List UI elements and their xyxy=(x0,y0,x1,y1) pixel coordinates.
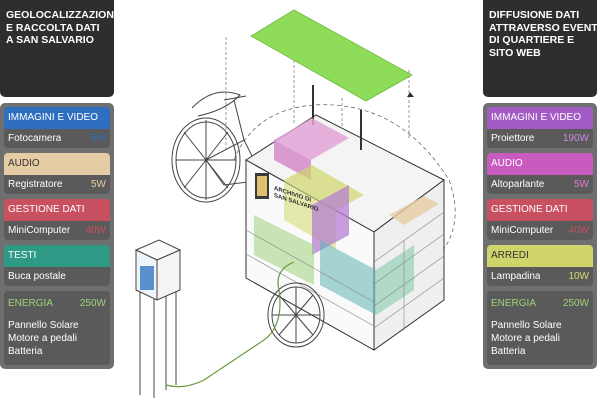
energy-label: ENERGIA xyxy=(491,298,537,309)
energy-power: 250W xyxy=(562,298,589,309)
power-value: 10W xyxy=(568,271,589,282)
left-column: GEOLOCALIZZAZIONE E RACCOLTA DATI A SAN … xyxy=(0,0,121,369)
right-energy-group: ENERGIA 250W Pannello Solare Motore a pe… xyxy=(487,291,593,365)
left-equipment-panel: IMMAGINI E VIDEO Fotocamera 5W AUDIO Reg… xyxy=(0,103,114,369)
power-value: 5W xyxy=(91,133,106,144)
power-cable xyxy=(165,261,295,388)
item-label: Altoparlante xyxy=(491,179,545,190)
green-shelf xyxy=(254,215,314,285)
power-value: 40W xyxy=(85,225,106,236)
left-header-line: E RACCOLTA DATI xyxy=(6,21,100,34)
power-value: 5W xyxy=(574,179,589,190)
left-group-texts: TESTI Buca postale xyxy=(0,240,114,286)
right-group-images: IMMAGINI E VIDEO Proiettore 190W xyxy=(483,103,597,148)
solar-panel xyxy=(250,9,413,102)
right-header-line: ATTRAVERSO EVENTI xyxy=(489,21,600,34)
item-label: Proiettore xyxy=(491,133,535,144)
projector-block xyxy=(274,118,349,160)
arc-arrow xyxy=(407,92,414,97)
energy-item: Pannello Solare xyxy=(8,320,79,331)
item-label: Fotocamera xyxy=(8,133,62,144)
energy-items: Pannello Solare Motore a pedali Batteria xyxy=(8,319,106,358)
energy-item: Batteria xyxy=(8,346,43,357)
item-row: Registratore 5W xyxy=(4,175,110,194)
audio-block xyxy=(312,185,349,255)
left-group-images: IMMAGINI E VIDEO Fotocamera 5W xyxy=(0,103,114,148)
energy-item: Batteria xyxy=(491,346,526,357)
category-label: AUDIO xyxy=(4,153,110,175)
left-header-line: GEOLOCALIZZAZIONE xyxy=(6,9,121,21)
drawer-lines xyxy=(245,211,445,330)
item-row: Fotocamera 5W xyxy=(4,129,110,148)
energy-item: Motore a pedali xyxy=(8,333,77,344)
energy-items: Pannello Solare Motore a pedali Batteria xyxy=(491,319,589,358)
item-row: MiniComputer 40W xyxy=(487,221,593,240)
right-group-furniture: ARREDI Lampadina 10W xyxy=(483,240,597,286)
item-label: Registratore xyxy=(8,179,63,190)
left-group-data: GESTIONE DATI MiniComputer 40W xyxy=(0,194,114,240)
post-box xyxy=(134,239,182,398)
item-label: MiniComputer xyxy=(491,225,554,236)
energy-item: Pannello Solare xyxy=(491,320,562,331)
right-header-line: SITO WEB xyxy=(489,46,541,59)
right-group-data: GESTIONE DATI MiniComputer 40W xyxy=(483,194,597,240)
energy-label: ENERGIA xyxy=(8,298,54,309)
cart-drawing xyxy=(134,9,456,398)
cart-illustration: ARCHIVIO DI SAN SALVARIO xyxy=(114,0,483,400)
category-label: IMMAGINI E VIDEO xyxy=(487,107,593,129)
category-label: ARREDI xyxy=(487,245,593,267)
energy-header: ENERGIA 250W xyxy=(8,297,106,310)
power-value: 40W xyxy=(568,225,589,236)
category-label: GESTIONE DATI xyxy=(487,199,593,221)
right-header: DIFFUSIONE DATI ATTRAVERSO EVENTI DI QUA… xyxy=(483,0,600,97)
lamp-block xyxy=(389,196,439,225)
right-group-audio: AUDIO Altoparlante 5W xyxy=(483,148,597,194)
item-row: Altoparlante 5W xyxy=(487,175,593,194)
left-header-line: A SAN SALVARIO xyxy=(6,34,94,46)
category-label: TESTI xyxy=(4,245,110,267)
category-label: AUDIO xyxy=(487,153,593,175)
item-row: Buca postale xyxy=(4,267,110,286)
energy-header: ENERGIA 250W xyxy=(491,297,589,310)
storage-block xyxy=(320,240,376,315)
category-label: GESTIONE DATI xyxy=(4,199,110,221)
right-column: DIFFUSIONE DATI ATTRAVERSO EVENTI DI QUA… xyxy=(483,0,600,369)
item-label: Buca postale xyxy=(8,271,66,282)
item-label: Lampadina xyxy=(491,271,541,282)
item-row: Proiettore 190W xyxy=(487,129,593,148)
category-label: IMMAGINI E VIDEO xyxy=(4,107,110,129)
item-row: Lampadina 10W xyxy=(487,267,593,286)
front-wheel xyxy=(267,282,325,348)
item-label: MiniComputer xyxy=(8,225,71,236)
left-energy-group: ENERGIA 250W Pannello Solare Motore a pe… xyxy=(4,291,110,365)
energy-power: 250W xyxy=(79,298,106,309)
power-value: 5W xyxy=(91,179,106,190)
right-header-line: DI QUARTIERE E xyxy=(489,34,575,46)
item-row: MiniComputer 40W xyxy=(4,221,110,240)
power-value: 190W xyxy=(562,133,589,144)
right-equipment-panel: IMMAGINI E VIDEO Proiettore 190W AUDIO A… xyxy=(483,103,597,369)
left-group-audio: AUDIO Registratore 5W xyxy=(0,148,114,194)
right-header-line: DIFFUSIONE DATI xyxy=(489,9,580,21)
energy-item: Motore a pedali xyxy=(491,333,560,344)
left-header: GEOLOCALIZZAZIONE E RACCOLTA DATI A SAN … xyxy=(0,0,121,97)
